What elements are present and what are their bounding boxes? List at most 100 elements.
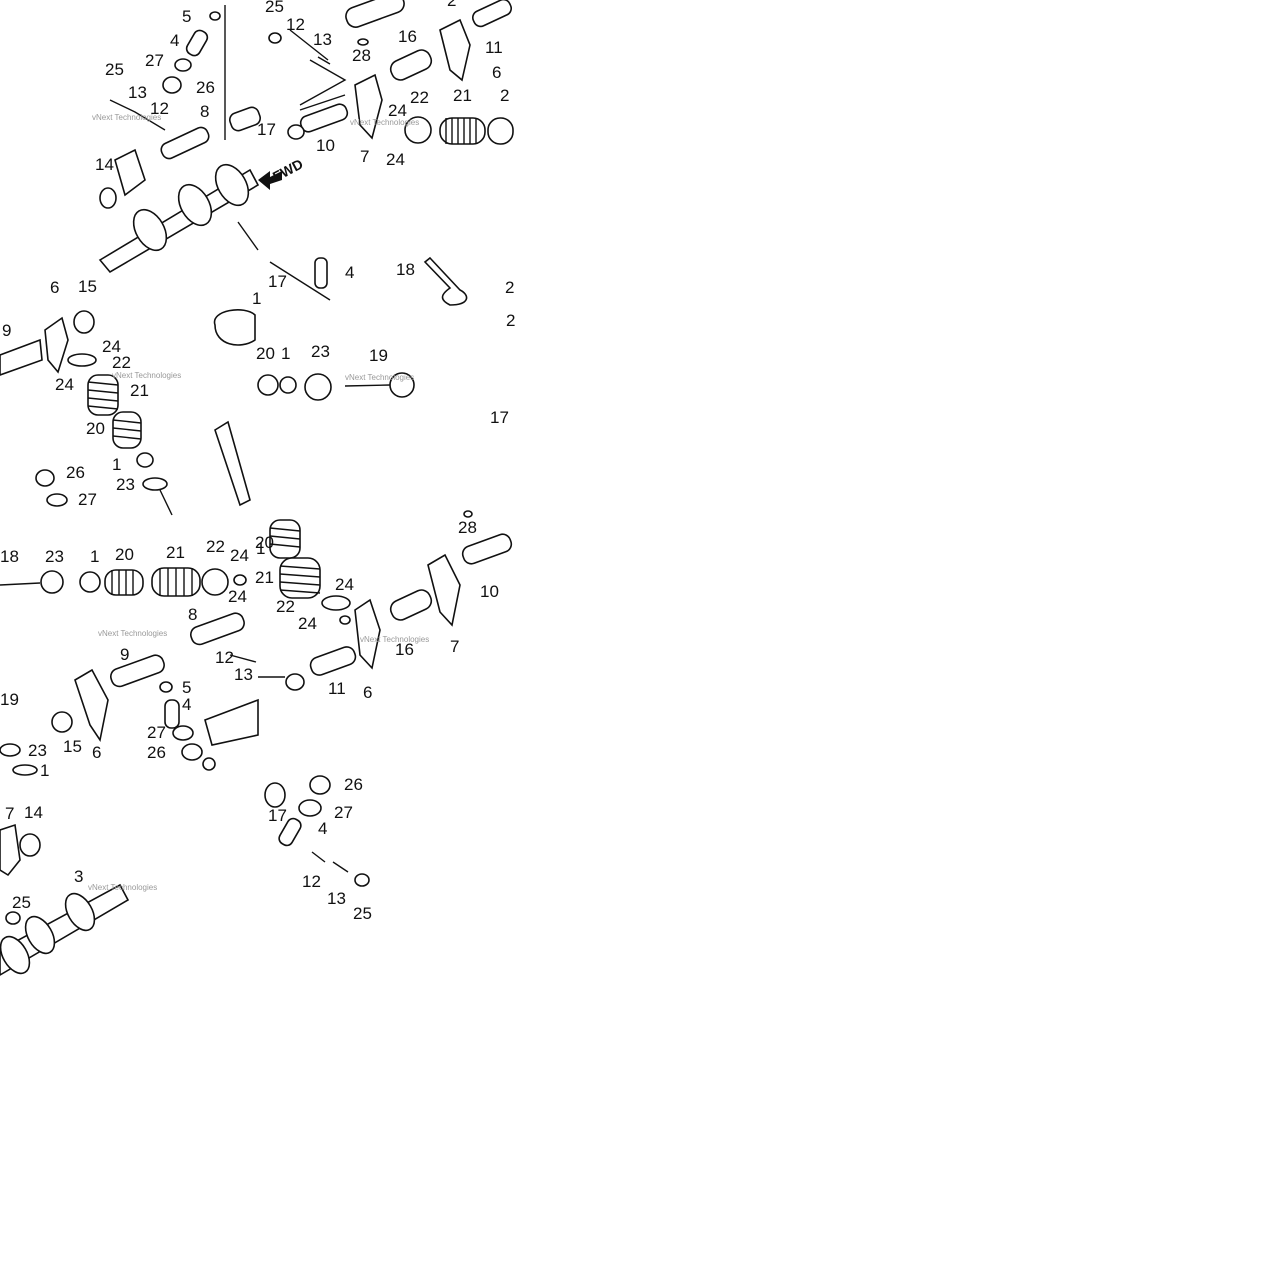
fwd-label: FWD xyxy=(270,156,306,185)
part-number-label: 26 xyxy=(66,463,85,482)
valve-spring-part xyxy=(269,519,321,599)
part-number-label: 8 xyxy=(188,605,197,624)
shaft-part xyxy=(160,126,210,160)
part-number-label: 15 xyxy=(78,277,97,296)
part-number-label: 2 xyxy=(500,86,509,105)
part-number-label: 6 xyxy=(50,278,59,297)
part-number-label: 17 xyxy=(268,272,287,291)
part-number-label: 26 xyxy=(147,743,166,762)
part-number-label: 4 xyxy=(318,819,327,838)
part-number-label: 10 xyxy=(316,136,335,155)
part-number-label: 14 xyxy=(95,155,114,174)
camshaft-part xyxy=(0,883,130,976)
part-number-label: 21 xyxy=(166,543,185,562)
part-number-label: 28 xyxy=(352,46,371,65)
part-number-label: 22 xyxy=(410,88,429,107)
camshaft-part xyxy=(98,163,260,274)
part-number-label: 17 xyxy=(490,408,509,427)
watermark-text: vNext Technologies xyxy=(92,113,161,122)
part-number-label: 17 xyxy=(268,806,287,825)
watermark-text: vNext Technologies xyxy=(350,118,419,127)
part-number-label: 25 xyxy=(265,0,284,16)
part-number-label: 12 xyxy=(286,15,305,34)
watermark-text: vNext Technologies xyxy=(98,629,167,638)
part-number-label: 24 xyxy=(298,614,317,633)
part-number-label: 1 xyxy=(112,455,121,474)
part-number-label: 5 xyxy=(182,678,191,697)
part-number-label: 24 xyxy=(102,337,121,356)
part-number-label: 11 xyxy=(328,679,346,698)
part-number-label: 6 xyxy=(92,743,101,762)
part-number-label: 7 xyxy=(450,637,459,656)
part-number-label: 23 xyxy=(45,547,64,566)
part-number-label: 12 xyxy=(302,872,321,891)
watermark-text: vNext Technologies xyxy=(88,883,157,892)
part-number-label: 24 xyxy=(335,575,354,594)
part-number-label: 28 xyxy=(458,518,477,537)
part-number-label: 22 xyxy=(276,597,295,616)
part-number-label: 6 xyxy=(363,683,372,702)
part-number-label: 7 xyxy=(360,147,369,166)
part-number-label: 9 xyxy=(120,645,129,664)
valve-spring-part xyxy=(87,374,142,449)
part-number-label: 27 xyxy=(334,803,353,822)
watermark-layer: vNext Technologies vNext Technologies vNex… xyxy=(88,113,429,892)
part-number-label: 24 xyxy=(388,101,407,120)
watermark-text: vNext Technologies xyxy=(360,635,429,644)
part-number-label: 13 xyxy=(327,889,346,908)
part-number-label: 19 xyxy=(0,690,19,709)
rocker-pin-part xyxy=(185,29,209,57)
part-number-label: 8 xyxy=(200,102,209,121)
part-number-label: 13 xyxy=(313,30,332,49)
part-number-label: 3 xyxy=(74,867,83,886)
part-number-label: 22 xyxy=(206,537,225,556)
rocker-arm-part xyxy=(114,148,146,197)
part-number-label: 1 xyxy=(281,344,290,363)
part-number-label: 22 xyxy=(112,353,131,372)
valve-spring-part xyxy=(439,117,514,145)
valve-spring-part xyxy=(104,567,201,597)
part-number-label: 13 xyxy=(234,665,253,684)
nut-part xyxy=(209,11,221,21)
part-number-label: 6 xyxy=(492,63,501,82)
part-number-label: 27 xyxy=(145,51,164,70)
part-number-label: 5 xyxy=(182,7,191,26)
part-number-label: 10 xyxy=(480,582,499,601)
part-number-label: 9 xyxy=(2,321,11,340)
part-number-label: 14 xyxy=(24,803,43,822)
part-number-label: 20 xyxy=(115,545,134,564)
part-number-label: 21 xyxy=(453,86,472,105)
part-number-label: 15 xyxy=(63,737,82,756)
part-number-label: 19 xyxy=(369,346,388,365)
cap-part xyxy=(162,76,182,94)
part-number-label: 2 xyxy=(506,311,515,330)
part-number-label: 4 xyxy=(345,263,354,282)
part-number-label: 2 xyxy=(505,278,514,297)
part-number-label: 1 xyxy=(256,539,265,558)
part-number-label: 21 xyxy=(255,568,274,587)
part-number-label: 21 xyxy=(130,381,149,400)
part-number-label: 12 xyxy=(215,648,234,667)
part-number-label: 27 xyxy=(147,723,166,742)
part-number-label: 23 xyxy=(28,741,47,760)
part-number-label: 1 xyxy=(90,547,99,566)
part-number-label: 2 xyxy=(447,0,456,10)
part-number-label: 20 xyxy=(86,419,105,438)
part-number-label: 24 xyxy=(386,150,405,169)
part-number-label: 24 xyxy=(55,375,74,394)
part-number-label: 1 xyxy=(252,289,261,308)
part-number-label: 26 xyxy=(344,775,363,794)
part-number-label: 11 xyxy=(485,38,503,57)
part-number-label: 20 xyxy=(256,344,275,363)
part-number-label: 4 xyxy=(170,31,179,50)
part-number-label: 18 xyxy=(396,260,415,279)
